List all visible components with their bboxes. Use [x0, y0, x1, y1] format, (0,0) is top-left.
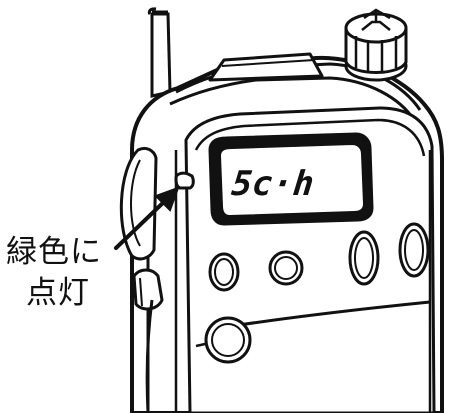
- lcd-display: [208, 132, 374, 226]
- front-button-2: [268, 250, 304, 286]
- front-button-4: [398, 222, 430, 278]
- strap: [145, 299, 154, 413]
- arrow-icon: [114, 186, 180, 250]
- channel-readout: 5c·h: [230, 164, 316, 204]
- callout-line-1: 緑色に: [6, 234, 102, 270]
- front-button-1: [208, 252, 240, 292]
- radio-body: [130, 52, 444, 413]
- antenna: [147, 7, 172, 98]
- front-button-5: [204, 316, 252, 364]
- front-button-3: [348, 230, 380, 286]
- led-indicator-icon: [174, 171, 195, 190]
- volume-knob-icon: [344, 8, 408, 82]
- side-button: [119, 146, 158, 261]
- front-buttons: [204, 222, 430, 364]
- side-jack: [132, 268, 164, 311]
- callout-line-2: 点灯: [26, 275, 90, 311]
- callout-label: 緑色に 点灯: [6, 232, 136, 314]
